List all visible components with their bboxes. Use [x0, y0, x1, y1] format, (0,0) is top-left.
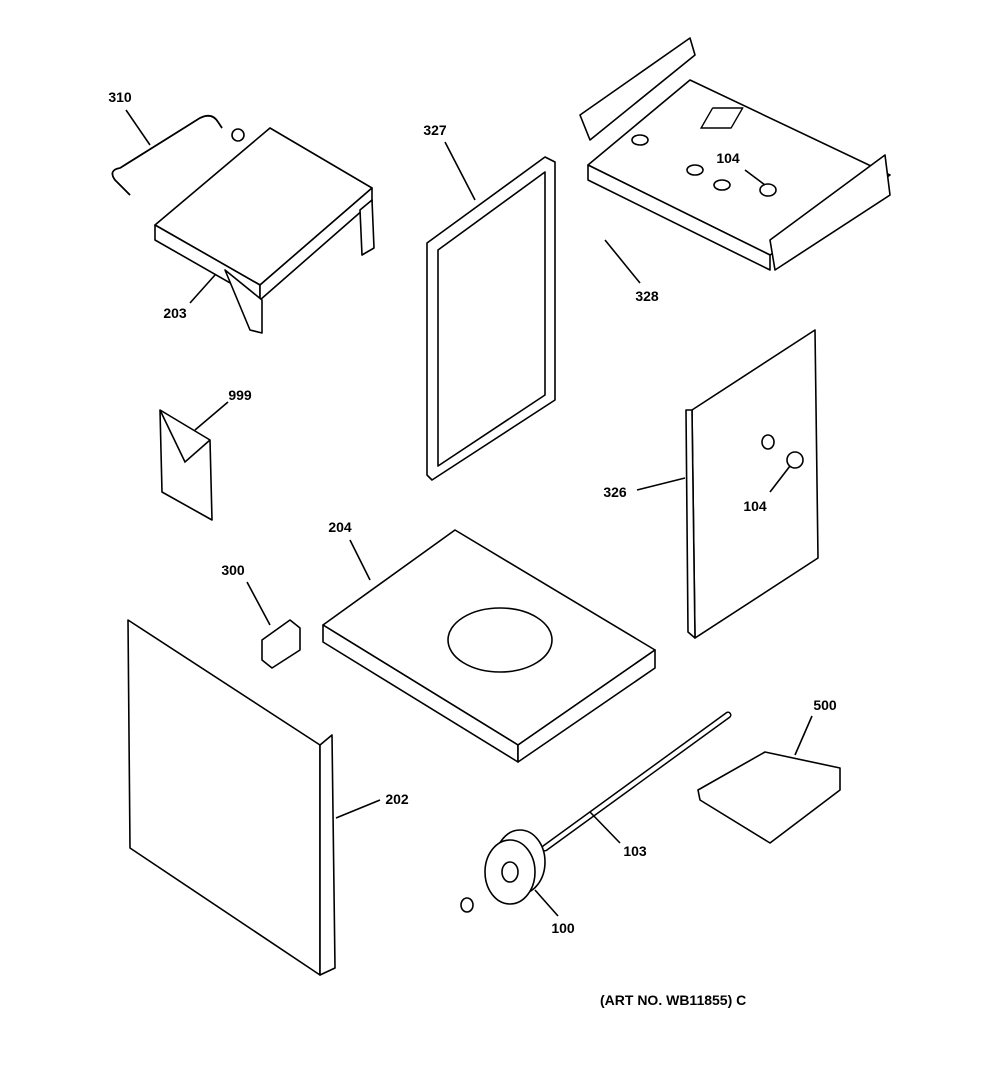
label-103: 103: [623, 843, 647, 859]
label-100: 100: [551, 920, 575, 936]
part-328-top-panel: [579, 37, 891, 271]
label-203: 203: [163, 305, 187, 321]
part-203-side-shelf: [154, 127, 375, 334]
label-204: 204: [328, 519, 352, 535]
part-100-wheel: [460, 829, 546, 913]
art-number: (ART NO. WB11855) C: [600, 992, 746, 1008]
part-103-axle: [541, 711, 732, 852]
part-500-bag: [697, 751, 841, 844]
label-310: 310: [108, 89, 132, 105]
label-327: 327: [423, 122, 447, 138]
label-104-side: 104: [743, 498, 767, 514]
label-328: 328: [635, 288, 659, 304]
part-310-handle: [111, 114, 245, 196]
label-104-top: 104: [716, 150, 740, 166]
part-300-bracket: [261, 619, 301, 669]
part-202-front-panel: [127, 619, 336, 976]
label-999: 999: [228, 387, 252, 403]
part-327-rear-frame: [426, 156, 556, 481]
label-300: 300: [221, 562, 245, 578]
part-326-side-panel: [685, 329, 819, 639]
label-326: 326: [603, 484, 627, 500]
part-999-envelope: [159, 409, 213, 521]
label-202: 202: [385, 791, 409, 807]
part-204-bottom-shelf: [322, 529, 656, 763]
label-500: 500: [813, 697, 837, 713]
leader-lines: [125, 109, 813, 917]
